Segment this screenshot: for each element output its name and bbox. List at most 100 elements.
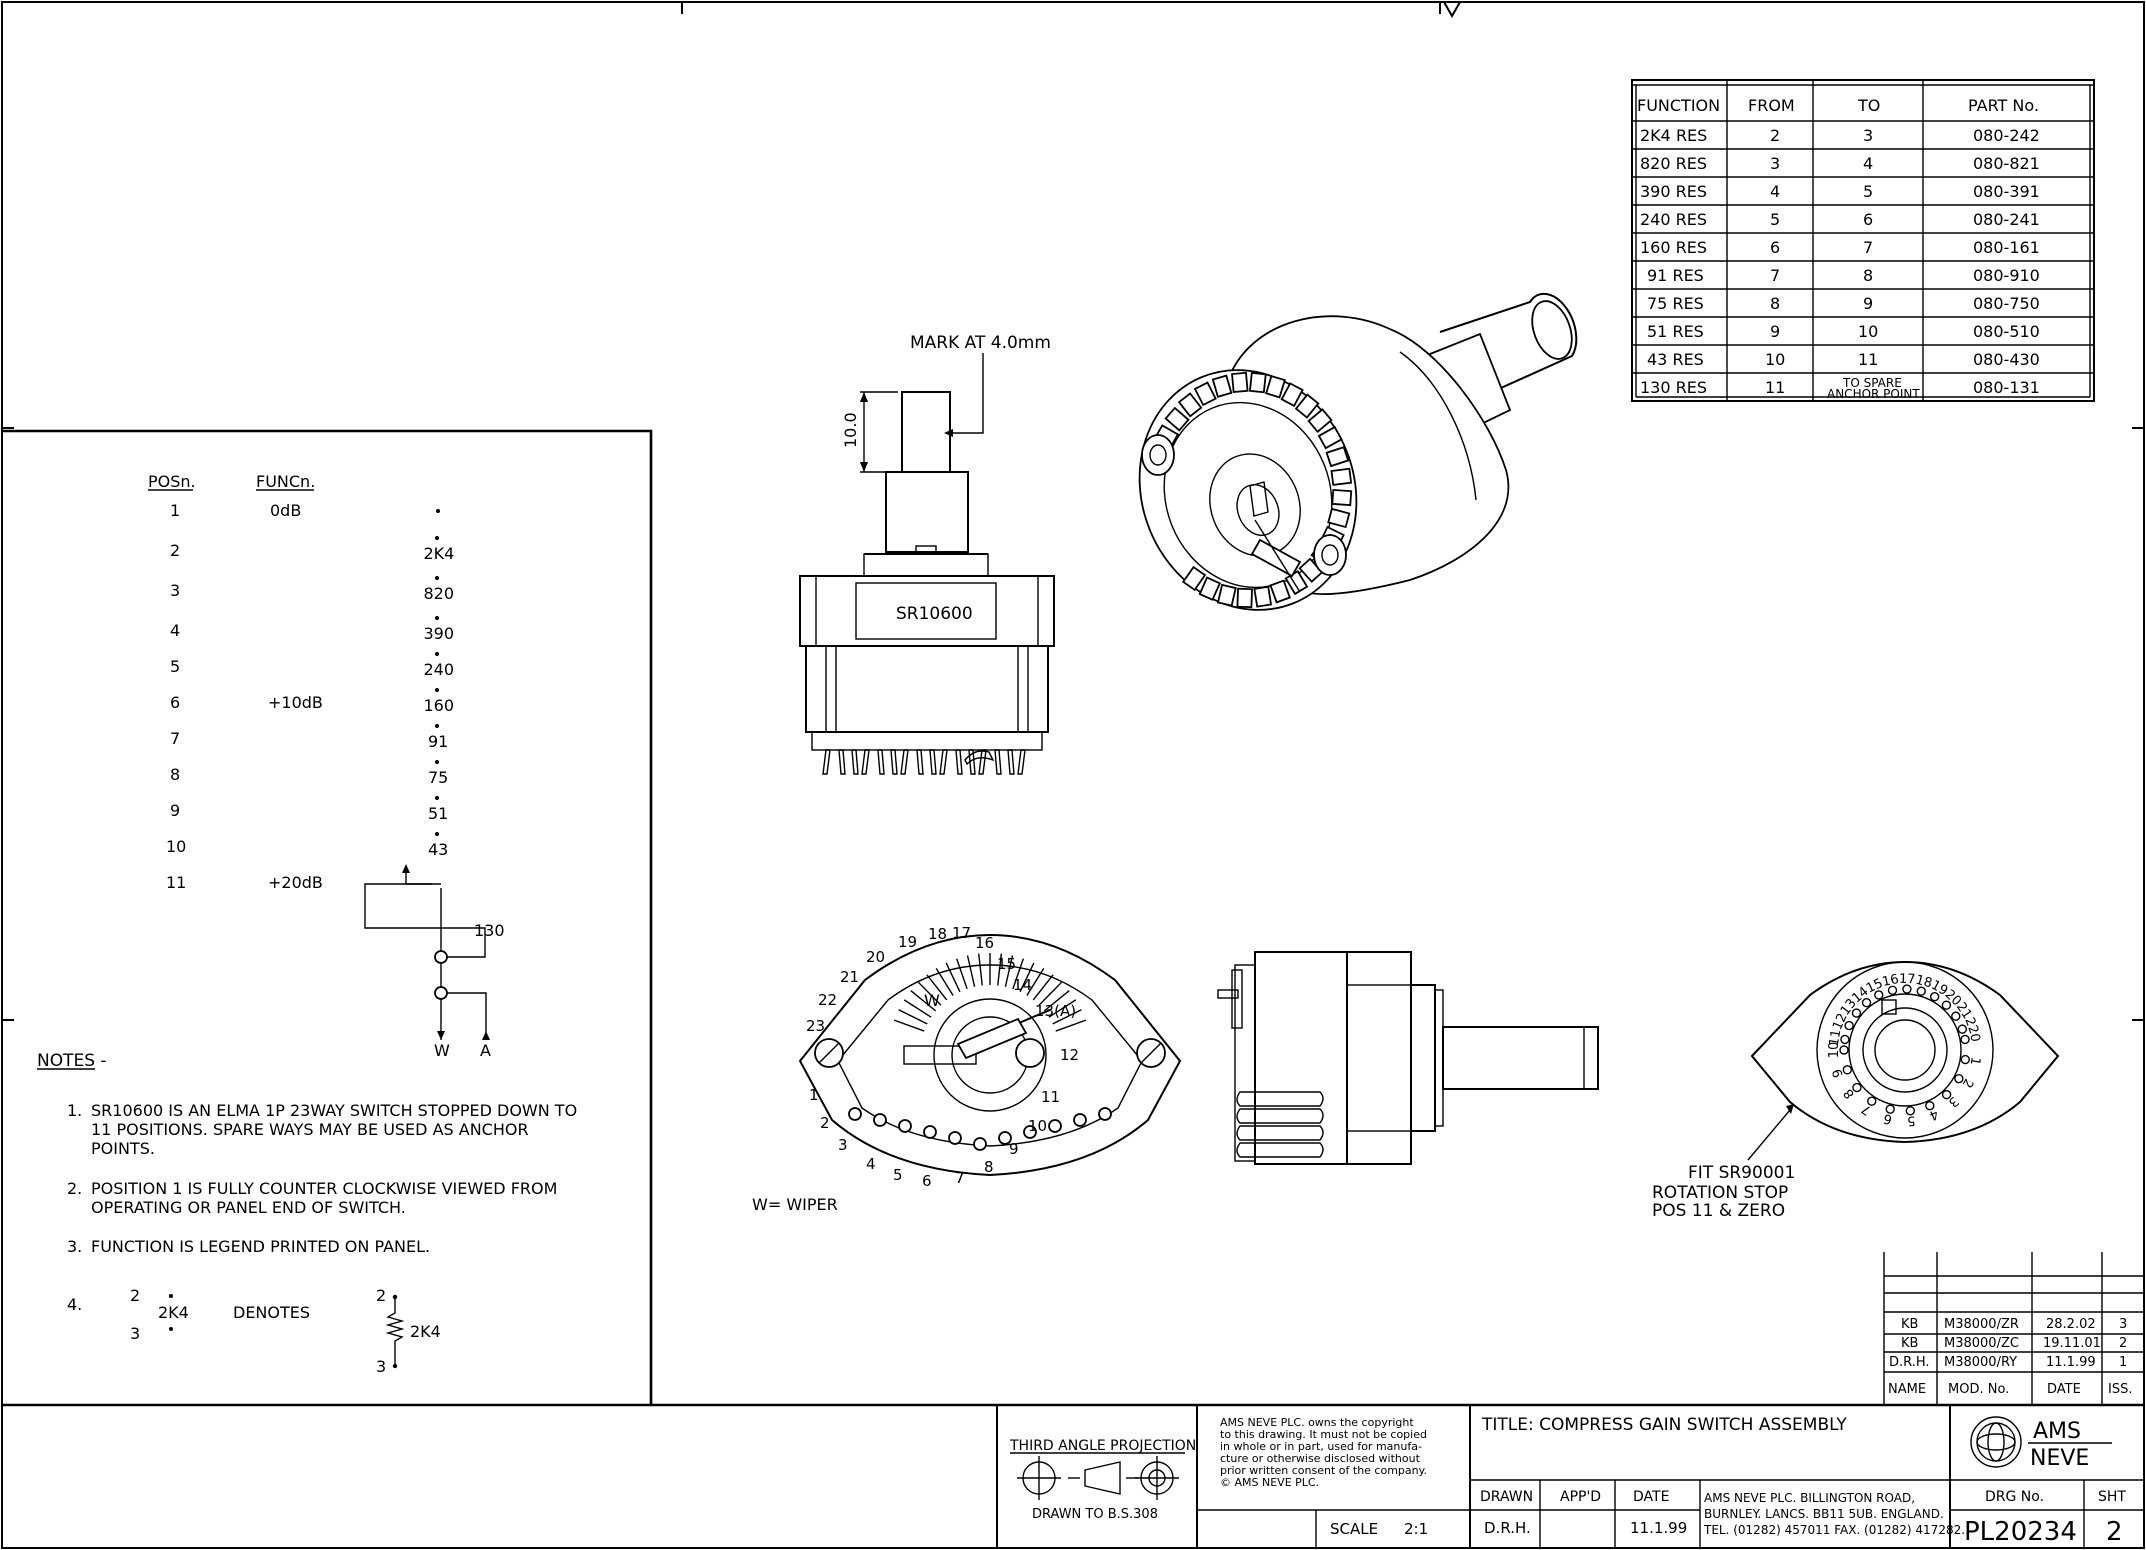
iso-terminal <box>1327 507 1351 529</box>
notes-heading: NOTES - <box>37 1051 107 1071</box>
dim-label: 10.0 <box>841 412 860 448</box>
legend-value: 160 <box>424 696 455 715</box>
rear-ring-label: 1 <box>1967 1056 1983 1067</box>
drawn-to: DRAWN TO B.S.308 <box>1032 1507 1158 1522</box>
parts-function: 390 RES <box>1640 182 1707 201</box>
wiper-note: W= WIPER <box>752 1195 838 1214</box>
iso-terminal <box>1193 381 1217 407</box>
notes: NOTES - 1. SR10600 IS AN ELMA 1P 23WAY SW… <box>37 1051 577 1376</box>
front-slot <box>977 953 983 986</box>
legend-value: 820 <box>424 584 455 603</box>
front-slot <box>1052 1009 1082 1025</box>
front-slot <box>1026 967 1045 996</box>
rear-hole <box>1842 1065 1853 1075</box>
parts-function: 160 RES <box>1640 238 1707 257</box>
front-slot <box>898 1009 928 1025</box>
side2-terminal <box>1217 989 1239 999</box>
rear-hole <box>1902 984 1912 994</box>
terminal-label-21: 21 <box>840 968 859 986</box>
appd-label: APP'D <box>1560 1489 1601 1505</box>
note-1-line: SR10600 IS AN ELMA 1P 23WAY SWITCH STOPP… <box>91 1101 577 1120</box>
rear-hole <box>1840 1034 1850 1045</box>
legend-dot <box>435 652 439 656</box>
rear-hole <box>1887 985 1898 995</box>
side-terminal <box>890 749 898 775</box>
parts-to: 11 <box>1858 350 1878 369</box>
sht-label: SHT <box>2098 1489 2126 1505</box>
drawn-label: DRAWN <box>1480 1489 1533 1505</box>
terminal-label-9: 9 <box>1009 1140 1019 1158</box>
front-lug <box>973 1137 987 1151</box>
legend-pos: 4 <box>170 621 180 640</box>
rear-ring-label: 16 <box>1881 972 1900 990</box>
note-3-line: FUNCTION IS LEGEND PRINTED ON PANEL. <box>91 1237 430 1256</box>
side-view: MARK AT 4.0mm 10.0 SR10600 <box>799 333 1055 775</box>
parts-function: 91 RES <box>1647 266 1704 285</box>
note-1-num: 1. <box>67 1101 82 1120</box>
rev-mod: M38000/RY <box>1944 1355 2017 1370</box>
legend-pos: 5 <box>170 657 180 676</box>
iso-terminal <box>1211 374 1233 398</box>
rev-name: KB <box>1901 1336 1918 1351</box>
rear-hole <box>1941 1000 1952 1010</box>
parts-function: 130 RES <box>1640 378 1707 397</box>
mark-label: MARK AT 4.0mm <box>910 333 1051 353</box>
legend-value: 240 <box>424 660 455 679</box>
terminal-label-16: 16 <box>975 934 994 952</box>
rear-ring-label: 0 <box>1966 1032 1982 1043</box>
legend-pos: 8 <box>170 765 180 784</box>
front-slot <box>917 981 942 1006</box>
iso-terminal <box>1253 585 1273 608</box>
rear-ring-label: 11 <box>1827 1028 1845 1047</box>
front-slot <box>935 967 954 996</box>
ams-neve-logo: AMS NEVE <box>1970 1416 2112 1471</box>
legend-value: 43 <box>428 840 448 859</box>
note-1-line: POINTS. <box>91 1139 155 1158</box>
rear-hole <box>1844 1020 1854 1031</box>
front-lug <box>1048 1119 1062 1133</box>
parts-to: 5 <box>1863 182 1873 201</box>
rear-hole <box>1941 1089 1952 1100</box>
parts-header: FROM <box>1748 96 1795 115</box>
rear-hole <box>1852 1082 1862 1093</box>
parts-header: TO <box>1857 96 1880 115</box>
terminal-label-17: 17 <box>952 924 971 942</box>
parts-function: 820 RES <box>1640 154 1707 173</box>
rear-ring-label: 9 <box>1830 1067 1847 1080</box>
note-2-line: POSITION 1 IS FULLY COUNTER CLOCKWISE VI… <box>91 1179 557 1198</box>
side-terminal <box>900 749 909 775</box>
iso-terminal <box>1269 579 1291 604</box>
rear-ring-label: 19 <box>1928 978 1950 999</box>
front-slot <box>1048 999 1077 1018</box>
parts-function: 43 RES <box>1647 350 1704 369</box>
front-lug <box>923 1125 937 1139</box>
iso-terminal <box>1248 371 1267 394</box>
note-4-num: 4. <box>67 1295 82 1314</box>
terminal-label-6: 6 <box>922 1172 932 1190</box>
front-lug <box>1073 1113 1087 1127</box>
terminal-label-13(A): 13(A) <box>1035 1002 1076 1020</box>
front-slot <box>926 974 948 1001</box>
terminal-label-15: 15 <box>997 955 1016 973</box>
legend-value: 2K4 <box>424 544 455 563</box>
parts-no: 080-821 <box>1973 154 2040 173</box>
parts-spare-2: ANCHOR POINT <box>1827 387 1920 401</box>
rear-hole <box>1839 1045 1849 1055</box>
rev-header: DATE <box>2047 1382 2081 1397</box>
rear-hole <box>1905 1106 1916 1116</box>
legend-dot <box>436 509 440 513</box>
terminal-label-19: 19 <box>898 933 917 951</box>
fit-note-3: POS 11 & ZERO <box>1652 1201 1785 1221</box>
note-2-num: 2. <box>67 1179 82 1198</box>
terminal-label-23: 23 <box>806 1017 825 1035</box>
rev-header: NAME <box>1888 1382 1926 1397</box>
scale-value: 2:1 <box>1404 1520 1428 1538</box>
terminal-label-2: 2 <box>820 1114 830 1132</box>
rear-ring-label: 7 <box>1859 1101 1874 1118</box>
iso-terminal <box>1307 408 1333 433</box>
legend-func: 0dB <box>270 501 301 520</box>
rev-mod: M38000/ZC <box>1944 1336 2019 1351</box>
